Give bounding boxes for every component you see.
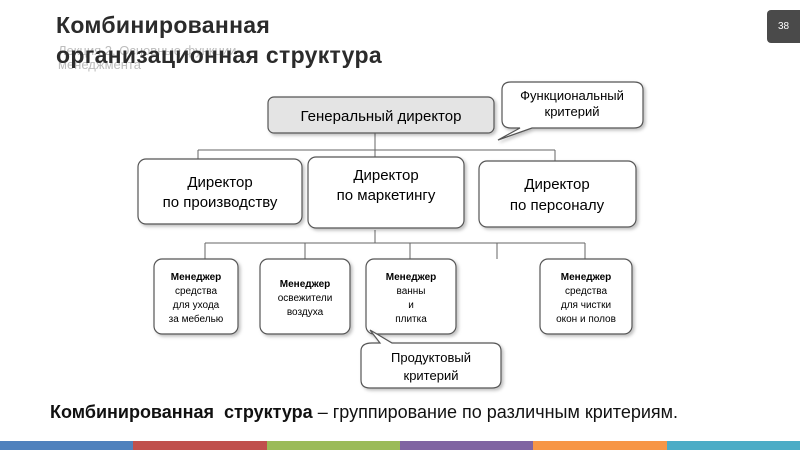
director-box-marketing: Директор по маркетингу <box>307 156 465 229</box>
director-personnel-line1: Директор <box>524 176 589 193</box>
manager-box-furniture-care: Менеджер средства для ухода за мебелью <box>153 258 239 335</box>
manager-line: за мебелью <box>169 313 224 325</box>
slide-subtitle-line1: Лекция 2. Основные функции <box>58 43 237 58</box>
manager-box-window-cleaning: Менеджер средства для чистки окон и поло… <box>539 258 633 335</box>
director-box-personnel: Директор по персоналу <box>478 160 637 228</box>
manager-line: для чистки <box>561 300 611 311</box>
director-box-production: Директор по производству <box>137 158 303 225</box>
footer-segment <box>399 441 534 450</box>
definition-caption: Комбинированная структура – группировани… <box>50 401 770 423</box>
manager-line: освежители <box>278 293 333 304</box>
footer-segment <box>0 441 134 450</box>
general-director-box: Генеральный директор <box>267 96 495 134</box>
manager-line: окон и полов <box>556 314 616 325</box>
manager-line: средства <box>565 286 608 297</box>
functional-criterion-line2: критерий <box>545 104 600 119</box>
footer-color-bar <box>0 441 800 450</box>
footer-segment <box>533 441 667 450</box>
product-criterion-line2: критерий <box>404 368 459 383</box>
footer-segment <box>133 441 267 450</box>
manager-line: ванны <box>397 286 426 297</box>
director-marketing-line2: по маркетингу <box>337 187 436 204</box>
manager-title: Менеджер <box>280 279 330 290</box>
slide-subtitle-line2: менеджмента <box>58 57 141 72</box>
manager-line: и <box>408 300 414 311</box>
manager-line: воздуха <box>287 307 324 318</box>
functional-criterion-line1: Функциональный <box>520 88 624 103</box>
functional-criterion-callout: Функциональный критерий <box>497 81 644 141</box>
footer-segment <box>666 441 800 450</box>
page-number-badge: 38 <box>767 10 800 43</box>
manager-box-baths-tiles: Менеджер ванны и плитка <box>365 258 457 335</box>
manager-title: Менеджер <box>386 272 436 283</box>
manager-title: Менеджер <box>171 272 221 283</box>
connector-lines <box>197 133 586 259</box>
manager-box-air-fresheners: Менеджер освежители воздуха <box>259 258 351 335</box>
caption-term: Комбинированная структура <box>50 402 313 422</box>
product-criterion-callout: Продуктовый критерий <box>360 329 502 389</box>
general-director-label: Генеральный директор <box>301 108 462 125</box>
manager-line: для ухода <box>173 300 220 311</box>
footer-segment <box>266 441 400 450</box>
director-production-line1: Директор <box>187 174 252 191</box>
manager-line: плитка <box>395 314 427 325</box>
org-chart-diagram: Генеральный директор Функциональный крит… <box>137 81 644 389</box>
product-criterion-line1: Продуктовый <box>391 350 471 365</box>
slide-subtitle: Лекция 2. Основные функции менеджмента <box>58 44 358 72</box>
slide-title-line1: Комбинированная <box>56 12 271 38</box>
manager-title: Менеджер <box>561 272 611 283</box>
slide-title: Комбинированная организационная структур… <box>56 10 576 70</box>
director-personnel-line2: по персоналу <box>510 197 605 214</box>
manager-line: средства <box>175 286 218 297</box>
director-marketing-line1: Директор <box>353 167 418 184</box>
director-production-line2: по производству <box>163 194 278 211</box>
slide-title-line2: организационная структура <box>56 42 382 68</box>
caption-text: – группирование по различным критериям. <box>312 402 679 422</box>
